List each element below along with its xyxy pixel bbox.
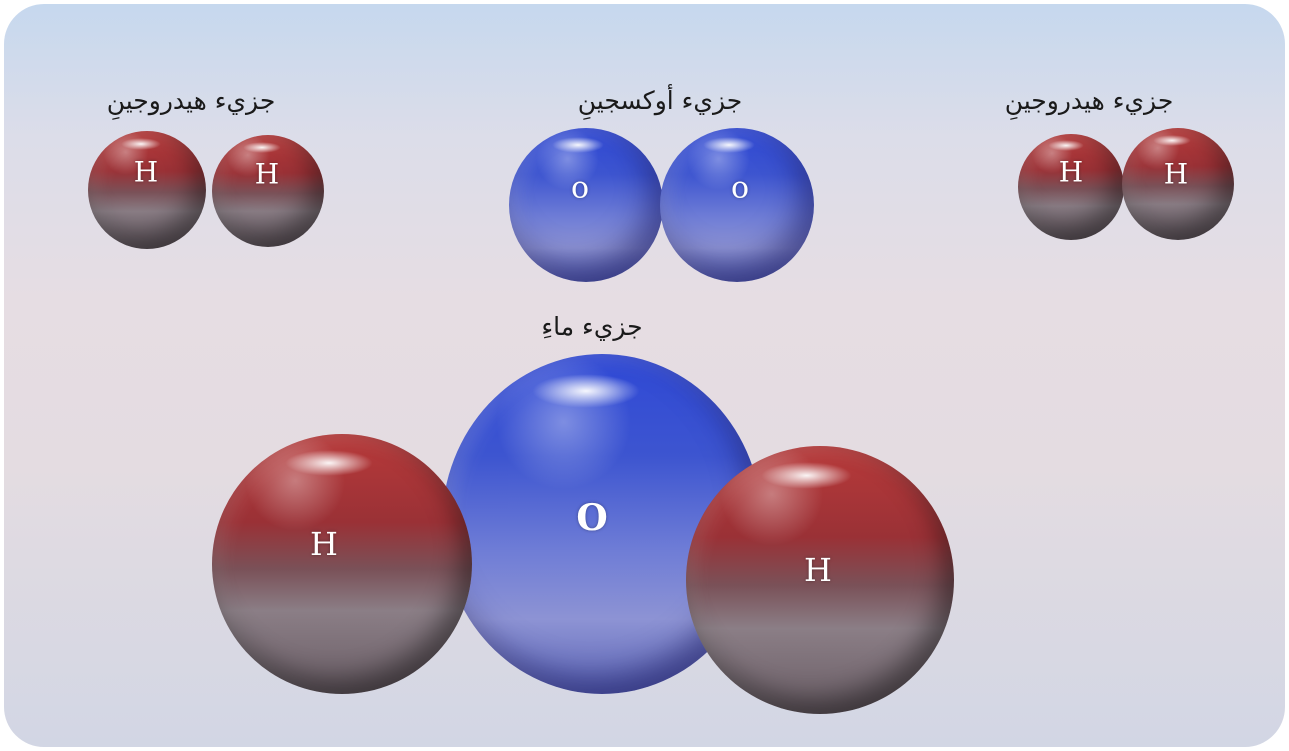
oxygen-symbol: o [570, 170, 590, 206]
oxygen-molecule-label: جزيء أوكسجينِ [577, 86, 743, 115]
oxygen-atom [509, 128, 663, 282]
hydrogen-atom [88, 131, 206, 249]
hydrogen-symbol: H [310, 525, 338, 563]
water-molecule-label: جزيء ماءِ [541, 312, 643, 341]
oxygen-atom [660, 128, 814, 282]
hydrogen-symbol: H [1058, 155, 1084, 189]
molecules-scene: جزيء هيدروجينِ H H جزيء أوكسجينِ o o جزي… [4, 4, 1285, 747]
oxygen-symbol: o [730, 170, 750, 206]
hydrogen-atom [1018, 134, 1124, 240]
oxygen-symbol: O [576, 497, 608, 539]
hydrogen-molecule-label: جزيء هيدروجينِ [106, 86, 276, 115]
hydrogen-symbol: H [804, 551, 832, 589]
hydrogen-atom [1122, 128, 1234, 240]
hydrogen-atom [686, 446, 954, 714]
hydrogen-atom [212, 135, 324, 247]
hydrogen-symbol: H [254, 157, 280, 191]
hydrogen-atom [212, 434, 472, 694]
hydrogen-symbol: H [1163, 157, 1189, 191]
hydrogen-molecule-label: جزيء هيدروجينِ [1004, 86, 1174, 115]
hydrogen-symbol: H [133, 155, 159, 189]
